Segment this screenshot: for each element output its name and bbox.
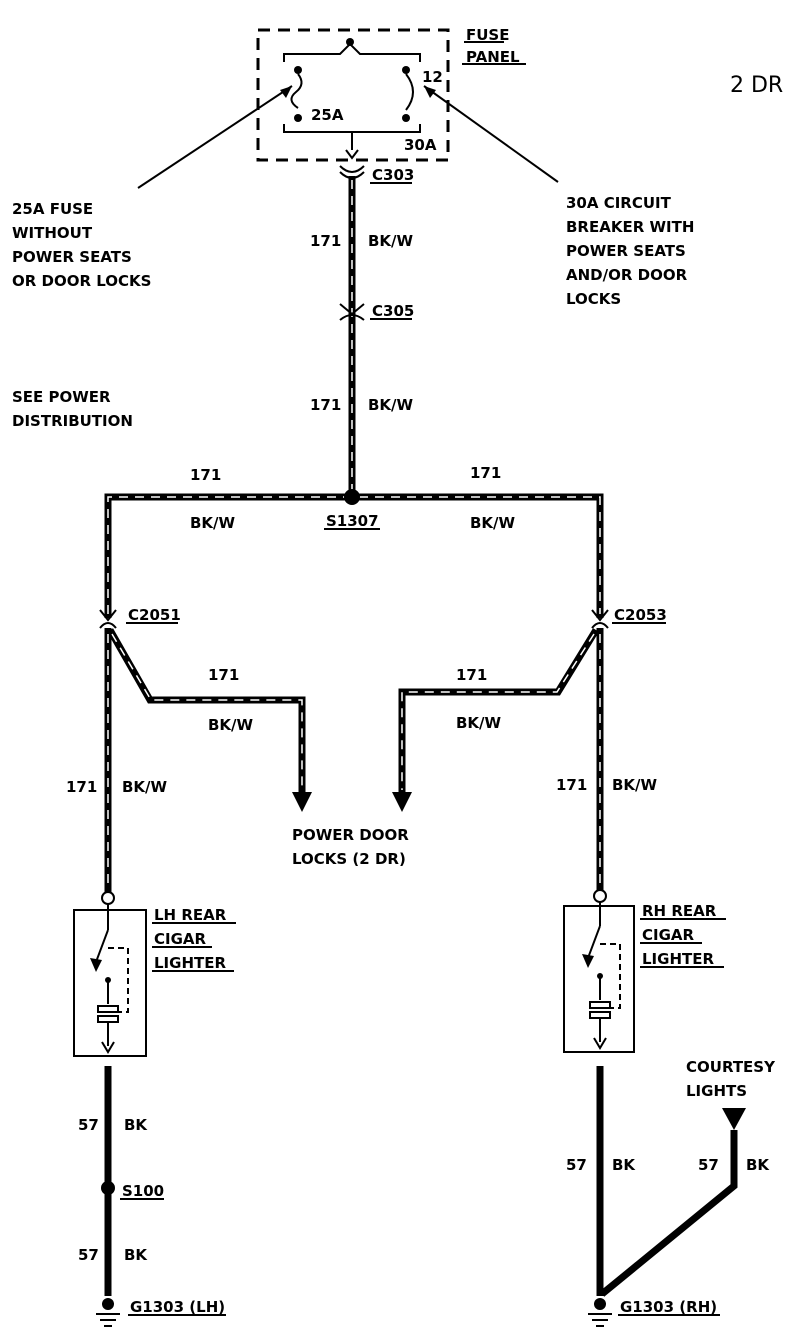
see-power-distribution-note: SEE POWER DISTRIBUTION [12,388,133,430]
wire-171-color-label-1: BK/W [368,232,414,250]
wire-171-right-bus-color: BK/W [470,514,516,532]
wire-171-rh-circuit: 171 [556,776,587,794]
connector-c303-label: C303 [372,166,414,184]
breaker-note-line-4: AND/OR DOOR [566,266,688,284]
connector-c2051-label: C2051 [128,606,181,624]
variant-label: 2 DR [730,73,783,98]
wire-57-courtesy-lights [599,1108,746,1297]
courtesy-lights-arrow [722,1108,746,1130]
fuse-panel-bus-top [283,42,421,62]
breaker-30a-label: 30A [404,136,437,154]
connector-c303: C303 [339,165,414,184]
wire-171-rh-color: BK/W [612,776,658,794]
fuse-25a: 25A [290,66,344,124]
wire-171-lh-color: BK/W [122,778,168,796]
wire-171-color-label-2: BK/W [368,396,414,414]
lh-lighter-label-1: LH REAR [154,906,227,924]
fuse-panel: FUSE PANEL 25A 12 30A [256,26,526,162]
splice-s100-label: S100 [122,1182,164,1200]
wire-57-rh-color: BK [612,1156,636,1174]
rh-lighter-label-1: RH REAR [642,902,717,920]
connector-c305-label: C305 [372,302,414,320]
circuit-breaker-30a: 12 30A [402,66,443,154]
splice-s1307: S1307 [324,489,380,530]
wire-57-lh [101,1066,115,1296]
wire-171-right-branch-circuit: 171 [456,666,487,684]
connector-c2051: C2051 [99,606,181,629]
wire-57-lh-circuit-1: 57 [78,1116,99,1134]
see-power-line-1: SEE POWER [12,388,111,406]
breaker-cavity-label: 12 [422,68,443,86]
splice-s100-dot [101,1181,115,1195]
wire-171-left-branch-color: BK/W [208,716,254,734]
connector-c305: C305 [339,302,414,321]
fuse-panel-title-1: FUSE [466,26,509,44]
wire-57-rh-circuit: 57 [566,1156,587,1174]
courtesy-lights-label-2: LIGHTS [686,1082,747,1100]
breaker-note-line-5: LOCKS [566,290,621,308]
courtesy-lights-label-1: COURTESY [686,1058,776,1076]
wire-57-courtesy-color: BK [746,1156,770,1174]
wire-171-right-branch-color: BK/W [456,714,502,732]
rh-rear-cigar-lighter: RH REAR CIGAR LIGHTER [563,889,726,1053]
wire-171-right-door-lock-branch [392,628,599,812]
fuse-panel-bus-bottom [283,124,421,133]
ground-g1303-lh-label: G1303 (LH) [130,1298,225,1316]
wire-171-lh-circuit: 171 [66,778,97,796]
wire-57-lh-circuit-2: 57 [78,1246,99,1264]
see-power-line-2: DISTRIBUTION [12,412,133,430]
wire-171-left-bus-color: BK/W [190,514,236,532]
fuse-note-line-4: OR DOOR LOCKS [12,272,151,290]
rh-lighter-label-2: CIGAR [642,926,695,944]
rh-lighter-label-3: LIGHTER [642,950,714,968]
fuse-note-leader [137,85,293,189]
power-door-locks-line-2: LOCKS (2 DR) [292,850,406,868]
fuse-note-line-3: POWER SEATS [12,248,132,266]
lh-lighter-label-2: CIGAR [154,930,207,948]
wire-171-circuit-label-2: 171 [310,396,341,414]
breaker-note-line-2: BREAKER WITH [566,218,694,236]
fuse-note: 25A FUSE WITHOUT POWER SEATS OR DOOR LOC… [12,200,151,290]
wire-171-left-branch-circuit: 171 [208,666,239,684]
wire-171-left-door-lock-branch [106,628,312,812]
fuse-note-line-1: 25A FUSE [12,200,93,218]
fuse-panel-title-2: PANEL [466,48,520,66]
wire-171-left-bus-circuit: 171 [190,466,221,484]
fuse-note-line-2: WITHOUT [12,224,93,242]
ground-g1303-lh: G1303 (LH) [96,1298,226,1327]
breaker-note: 30A CIRCUIT BREAKER WITH POWER SEATS AND… [566,194,694,308]
breaker-note-leader [423,85,559,183]
wire-57-courtesy-circuit: 57 [698,1156,719,1174]
splice-s1307-label: S1307 [326,512,379,530]
wire-57-lh-color-1: BK [124,1116,148,1134]
breaker-note-line-1: 30A CIRCUIT [566,194,672,212]
lh-lighter-box [73,909,147,1057]
lh-lighter-label-3: LIGHTER [154,954,226,972]
power-door-locks-line-1: POWER DOOR [292,826,409,844]
ground-g1303-rh: G1303 (RH) [588,1298,720,1327]
ground-g1303-rh-label: G1303 (RH) [620,1298,717,1316]
wire-171-right-bus-circuit: 171 [470,464,501,482]
lh-rear-cigar-lighter: LH REAR CIGAR LIGHTER [73,891,236,1057]
breaker-note-line-3: POWER SEATS [566,242,686,260]
connector-c2053: C2053 [591,606,667,629]
connector-c2053-label: C2053 [614,606,667,624]
fuse-25a-label: 25A [311,106,344,124]
wire-171-circuit-label-1: 171 [310,232,341,250]
wire-57-lh-color-2: BK [124,1246,148,1264]
